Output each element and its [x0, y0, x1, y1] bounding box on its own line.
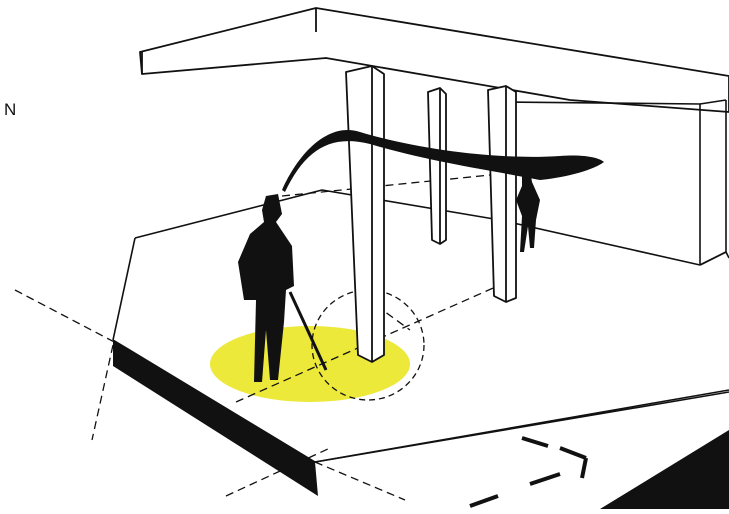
- path-arrow: [470, 438, 586, 506]
- column-right: [488, 86, 516, 302]
- column-front: [346, 66, 384, 362]
- north-label: N: [4, 100, 16, 120]
- slab-edge-line: [315, 392, 729, 462]
- columns: [346, 66, 516, 362]
- distant-person: [516, 170, 540, 252]
- ground-wedge: [600, 430, 729, 509]
- column-middle: [428, 88, 446, 244]
